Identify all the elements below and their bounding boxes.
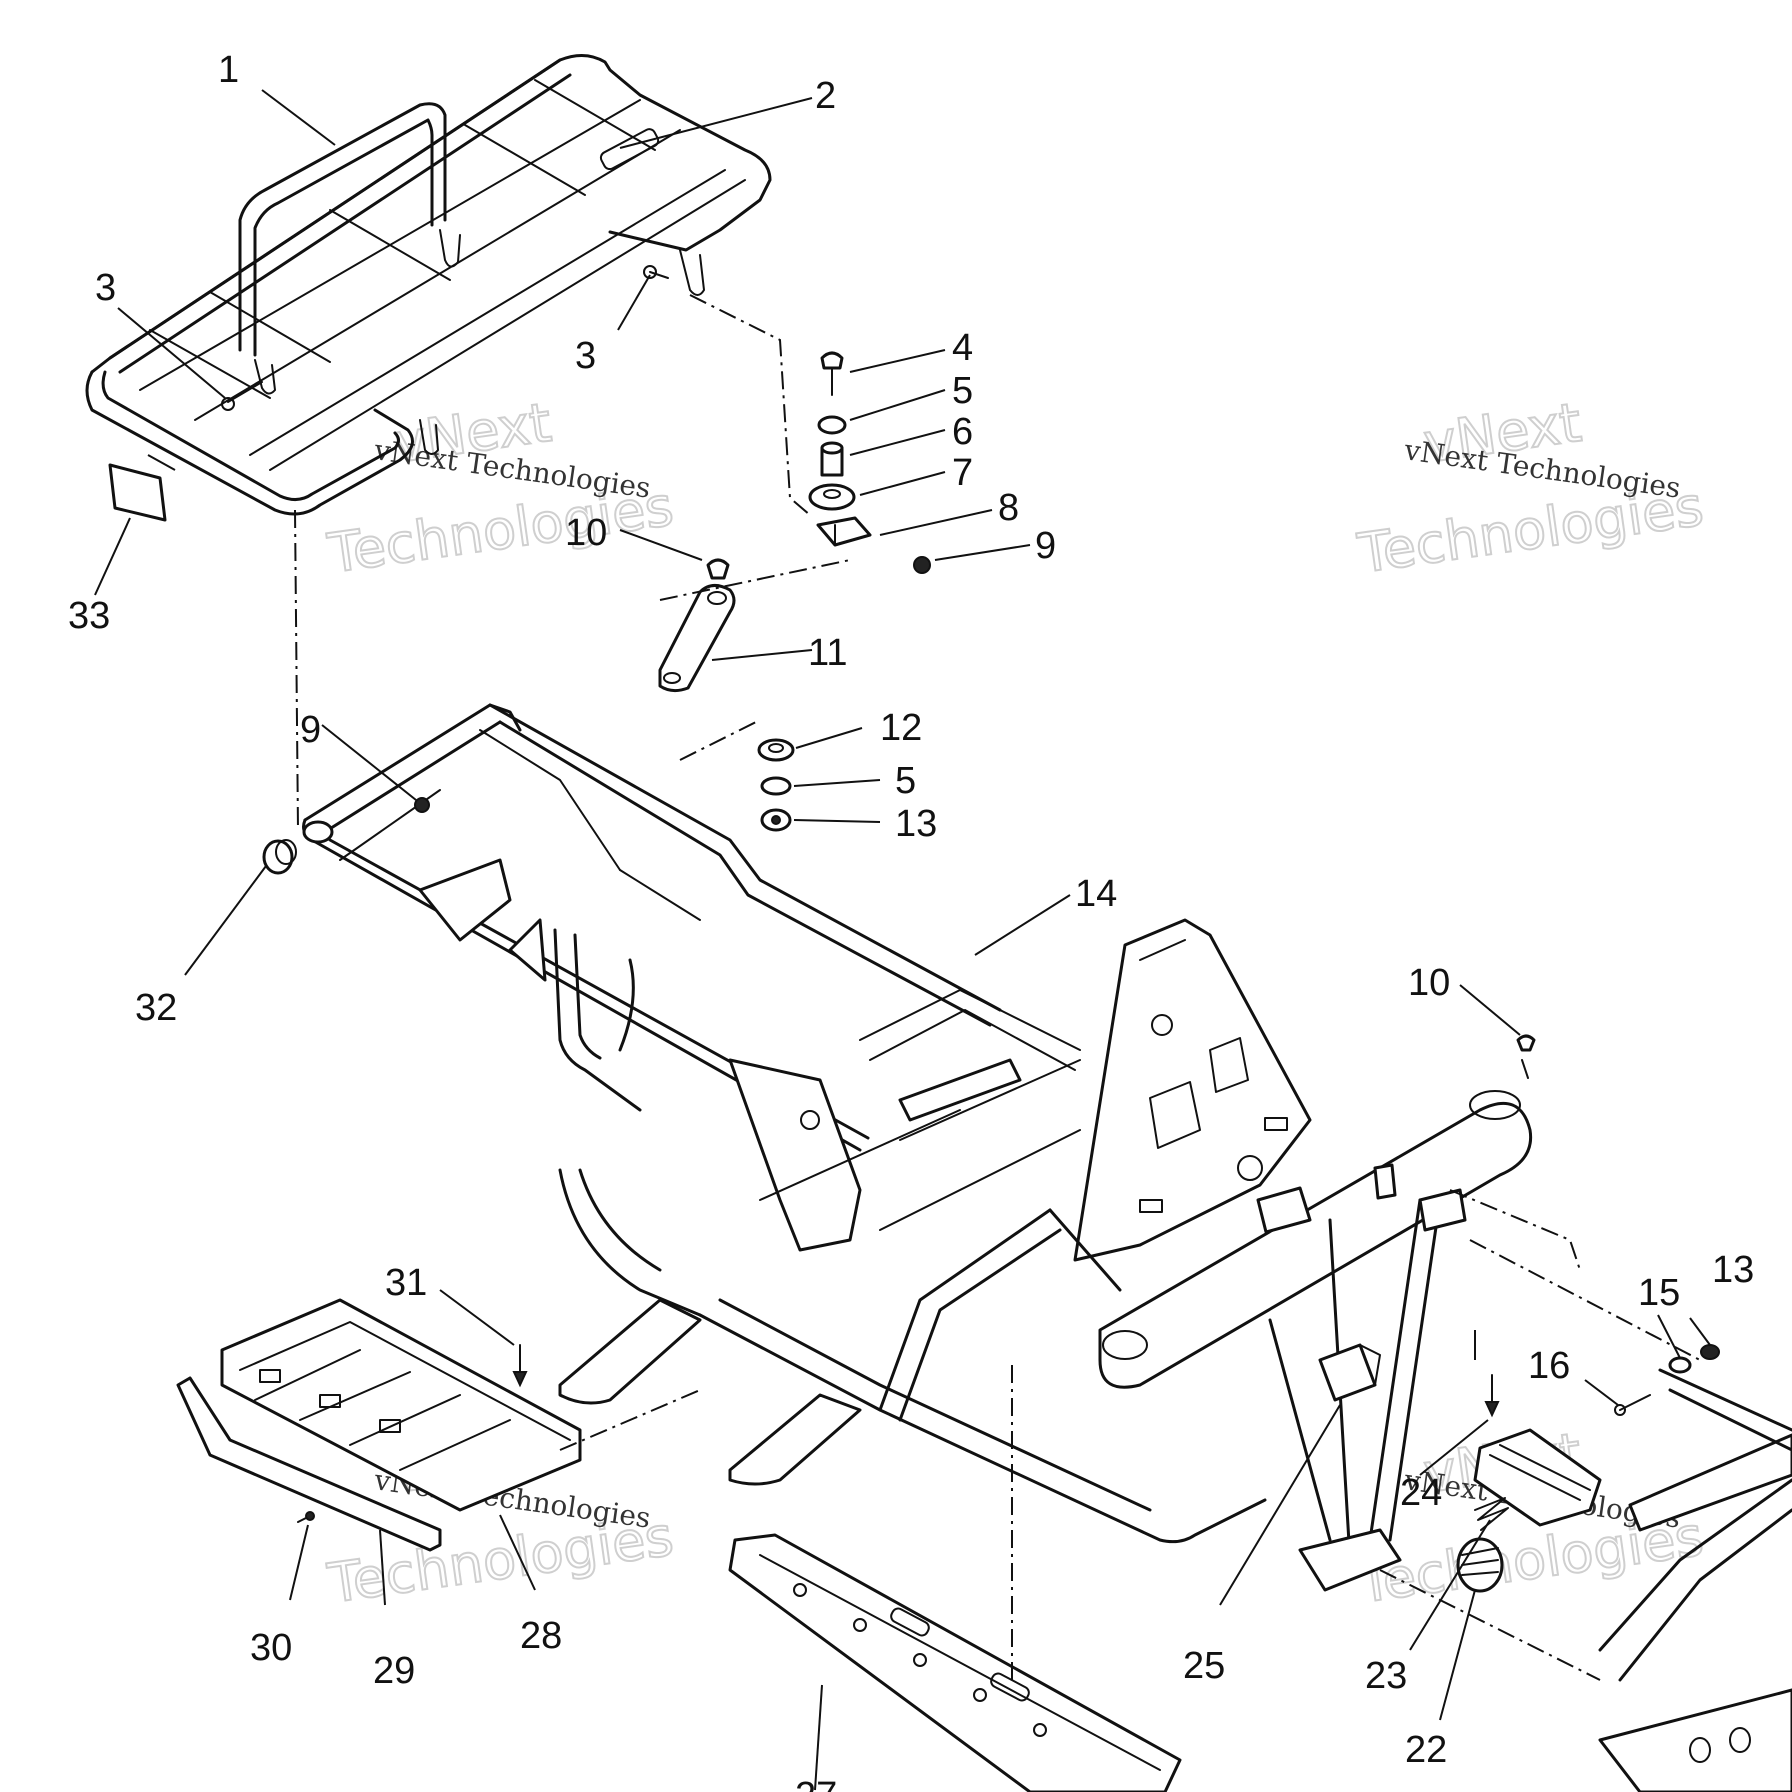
footrest-28 (220, 1298, 582, 1512)
callout-9-upper: 9 (1035, 525, 1056, 567)
plug-10-lower (1516, 1034, 1536, 1079)
reflector (108, 454, 176, 522)
callout-9-lower: 9 (300, 709, 321, 751)
pad-22 (1456, 1537, 1504, 1593)
callout-labels: 1 2 3 3 4 5 6 7 8 9 10 11 12 5 13 9 14 3… (68, 49, 1754, 1792)
callout-27: 27 (795, 1775, 837, 1792)
bracket-8 (816, 516, 872, 547)
nut-13-lower (760, 808, 792, 832)
callout-5-upper: 5 (952, 370, 973, 412)
callout-2: 2 (815, 75, 836, 117)
washer-5-upper (817, 415, 847, 435)
callout-10-upper: 10 (565, 512, 607, 554)
callout-22: 22 (1405, 1729, 1447, 1771)
callout-24: 24 (1400, 1472, 1442, 1514)
callout-31: 31 (385, 1262, 427, 1304)
rear-rack (85, 54, 772, 516)
callout-30: 30 (250, 1627, 292, 1669)
callout-4: 4 (952, 327, 973, 369)
washer-12 (757, 738, 795, 762)
bushing-6 (820, 441, 844, 477)
callout-11: 11 (808, 632, 847, 674)
nut-9-lower (414, 797, 430, 813)
callout-3-left: 3 (95, 267, 116, 309)
callout-13-right: 13 (1712, 1249, 1754, 1291)
callout-8: 8 (998, 487, 1019, 529)
callout-15: 15 (1638, 1272, 1680, 1314)
callout-29: 29 (373, 1650, 415, 1692)
screw-30 (297, 1511, 315, 1523)
main-frame (302, 703, 1533, 1592)
callout-25: 25 (1183, 1645, 1225, 1687)
bolt-31 (512, 1344, 528, 1388)
callout-16: 16 (1528, 1345, 1570, 1387)
callout-6: 6 (952, 411, 973, 453)
washer-15 (1668, 1356, 1692, 1374)
callout-12: 12 (880, 707, 922, 749)
callout-13-lower: 13 (895, 803, 937, 845)
leader-lines (94, 89, 1711, 1791)
skid-plate-27 (728, 1533, 1182, 1792)
callout-3-right: 3 (575, 335, 596, 377)
right-arm (1598, 1368, 1792, 1792)
block-25 (1318, 1343, 1381, 1402)
callout-33: 33 (68, 595, 110, 637)
footrest-24 (1473, 1428, 1602, 1527)
bolt-16 (1614, 1394, 1651, 1416)
plug-10-upper (706, 558, 730, 580)
callout-14: 14 (1075, 873, 1117, 915)
bolt-24-pin (1484, 1374, 1500, 1418)
callout-23: 23 (1365, 1655, 1407, 1697)
callout-28: 28 (520, 1615, 562, 1657)
footrest-guard-29 (176, 1376, 442, 1552)
callout-32: 32 (135, 987, 177, 1029)
mount-bolt-4 (820, 351, 844, 396)
rack-bolt-right (643, 265, 669, 279)
callout-1: 1 (218, 49, 239, 91)
nut-13-right (1700, 1344, 1720, 1360)
end-cap-32 (262, 839, 297, 875)
washer-5-lower (760, 776, 792, 796)
rack-bolt-left (221, 381, 263, 411)
grommet-7 (808, 483, 856, 511)
callout-7: 7 (952, 452, 973, 494)
callout-10-lower: 10 (1408, 962, 1450, 1004)
spring-23 (1474, 1497, 1509, 1531)
callout-5-lower: 5 (895, 760, 916, 802)
bracket-11 (658, 584, 736, 693)
nut-9-upper (913, 556, 931, 574)
